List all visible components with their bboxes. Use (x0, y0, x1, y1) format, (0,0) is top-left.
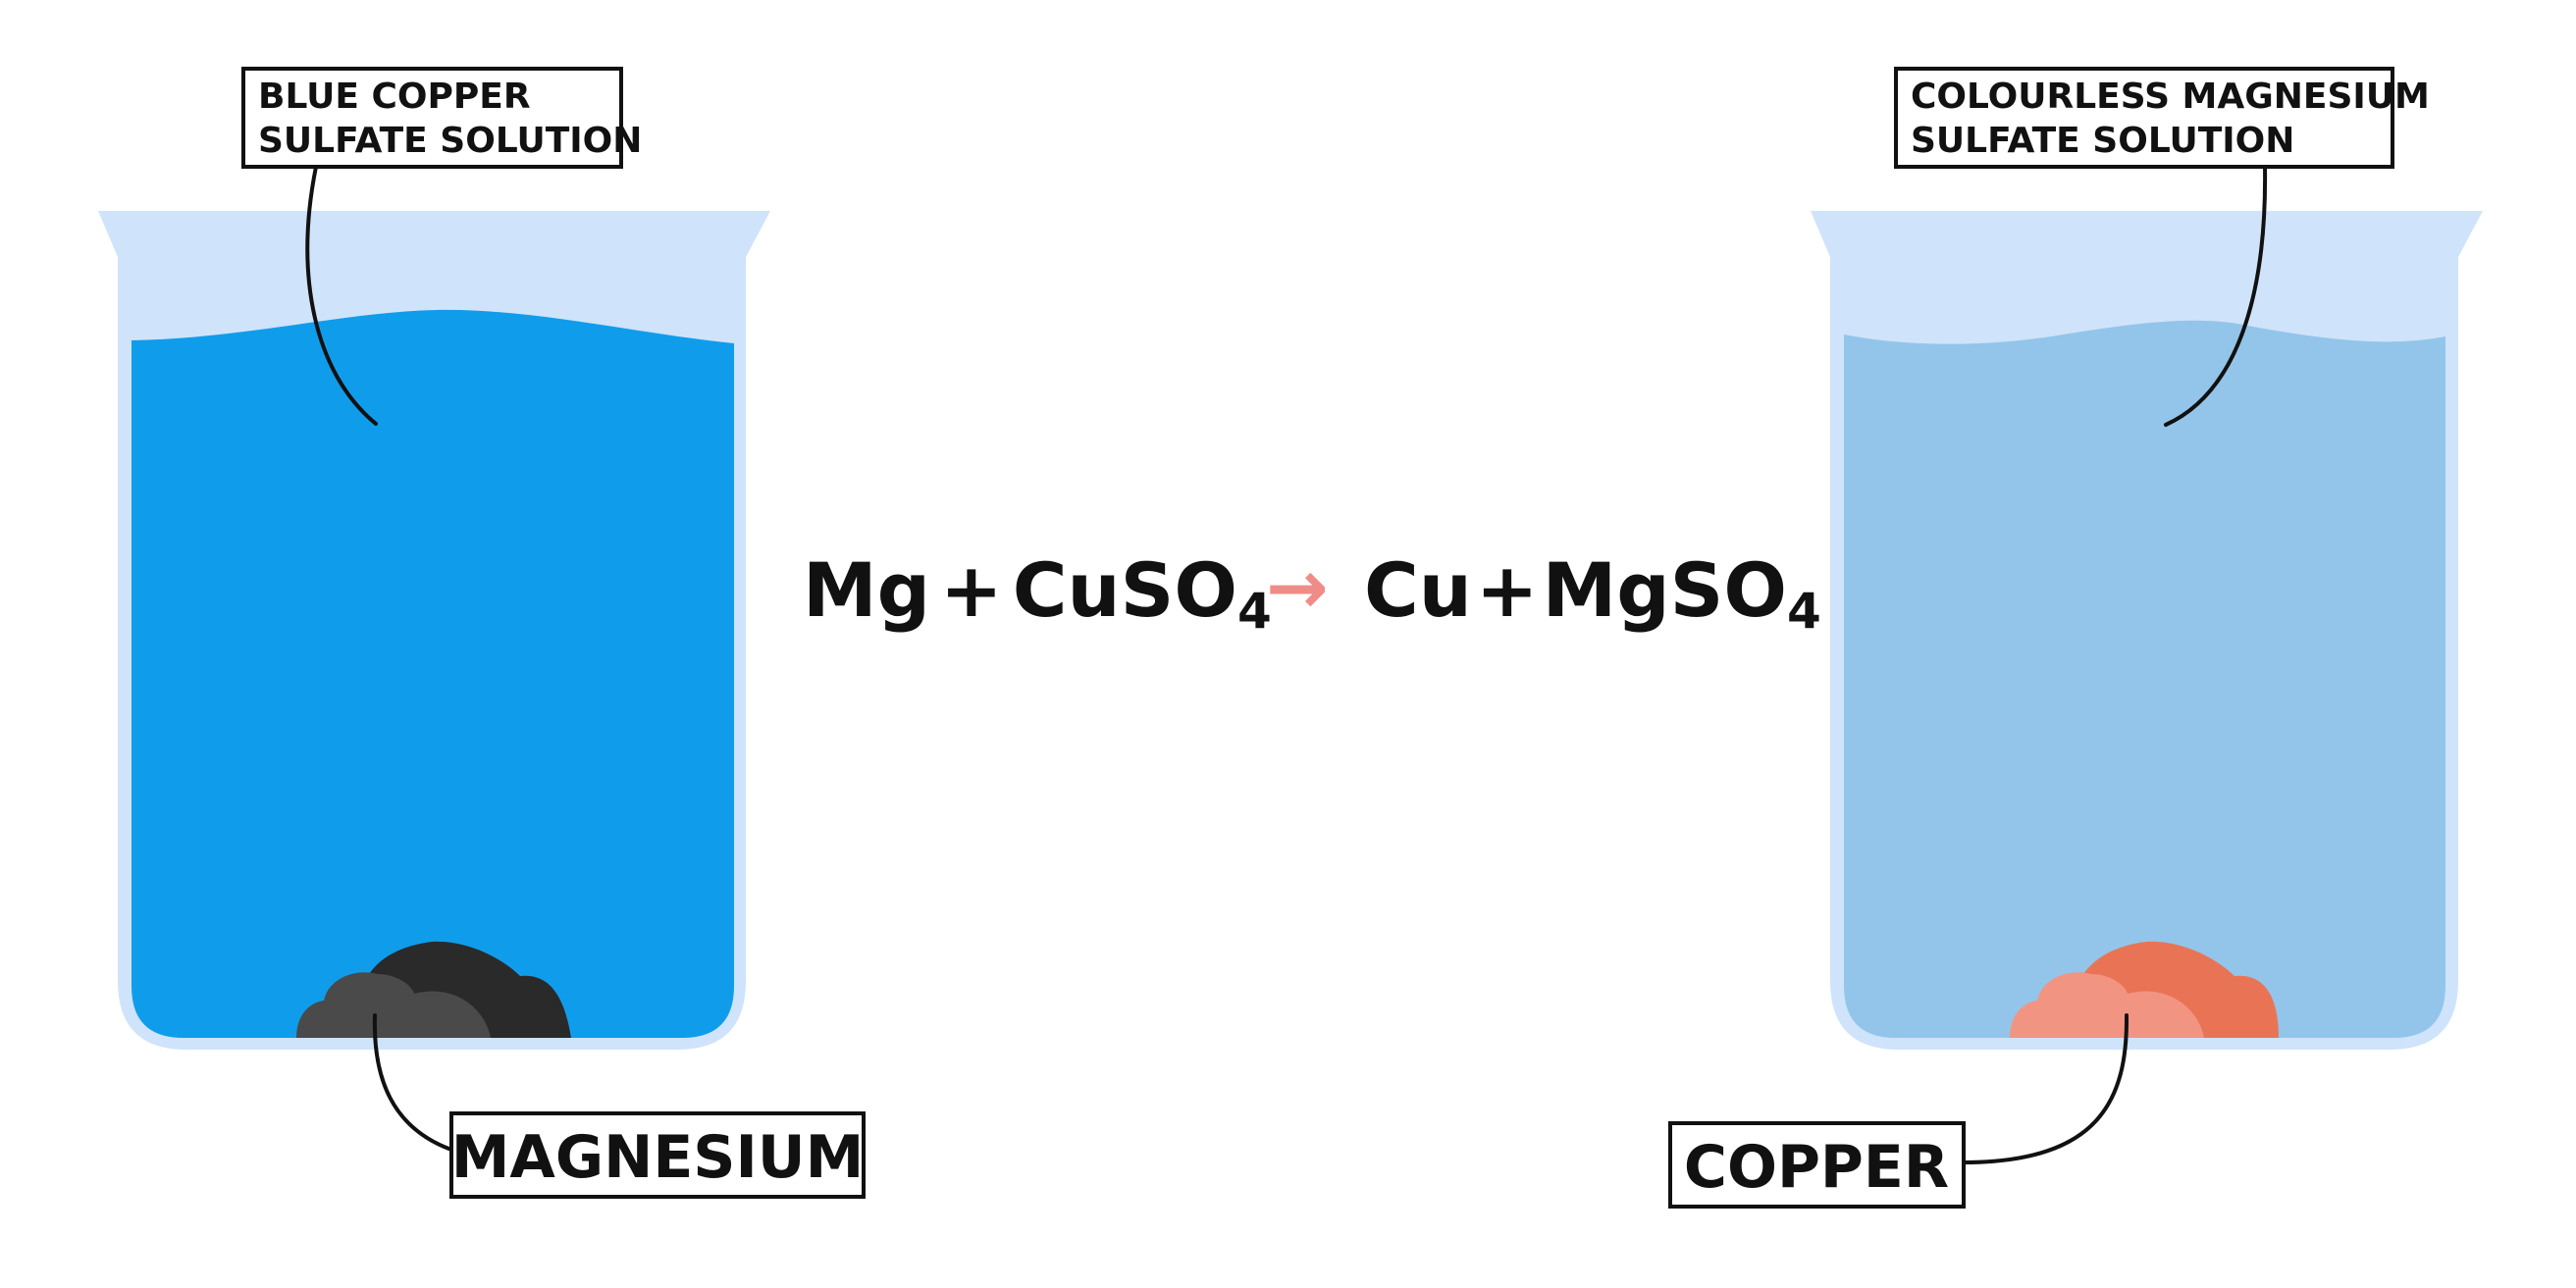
magnesium-label-box (449, 1111, 866, 1199)
left-solution-label-line-1: BLUE COPPER (258, 77, 531, 117)
right-solution-label-box (1894, 67, 2394, 169)
right-colourless-solution (1844, 320, 2445, 1039)
copper-leader (1962, 1013, 2129, 1164)
right-solution-label-line-1: COLOURLESS MAGNESIUM (1911, 77, 2430, 117)
equation-reactant-mg: Mg (803, 546, 930, 634)
right-solution-label-line-2: SULFATE SOLUTION (1911, 121, 2294, 161)
left-solution-label-line-2: SULFATE SOLUTION (258, 121, 642, 161)
copper-solid (2010, 941, 2279, 1038)
copper-label-box (1668, 1121, 1966, 1209)
left-beaker (98, 211, 770, 1050)
magnesium-leader (372, 1013, 453, 1152)
magnesium-solid (296, 941, 571, 1038)
magnesium-label: MAGNESIUM (449, 1111, 866, 1199)
right-solution-label: COLOURLESS MAGNESIUM SULFATE SOLUTION (1894, 67, 2430, 169)
left-solution-leader (305, 165, 378, 426)
equation-product-mgso: MgSO (1543, 546, 1787, 634)
equation-reactant-subscript: 4 (1237, 583, 1272, 640)
left-blue-solution (131, 309, 734, 1039)
equation-products: Cu+MgSO4 (1364, 546, 1821, 640)
left-solution-label-box (241, 67, 623, 169)
copper-label-text: COPPER (1684, 1133, 1949, 1202)
reaction-arrow: → (1266, 543, 1329, 631)
right-solution-leader (2164, 165, 2268, 427)
equation-plus-1: + (940, 546, 1003, 634)
equation-product-subscript: 4 (1787, 583, 1821, 640)
equation-reactant-cuso: CuSO (1013, 546, 1237, 634)
magnesium-solid-light (296, 972, 491, 1038)
equation-product-cu: Cu (1364, 546, 1472, 634)
equation-plus-2: + (1476, 546, 1539, 634)
chemical-equation: Mg+CuSO4 → Cu+MgSO4 (803, 543, 1821, 640)
left-solution-label: BLUE COPPER SULFATE SOLUTION (241, 67, 642, 169)
equation-reactants: Mg+CuSO4 (803, 546, 1272, 640)
copper-solid-light (2010, 972, 2204, 1038)
magnesium-label-text: MAGNESIUM (451, 1123, 865, 1192)
copper-label: COPPER (1668, 1121, 1966, 1209)
right-beaker (1811, 211, 2483, 1050)
